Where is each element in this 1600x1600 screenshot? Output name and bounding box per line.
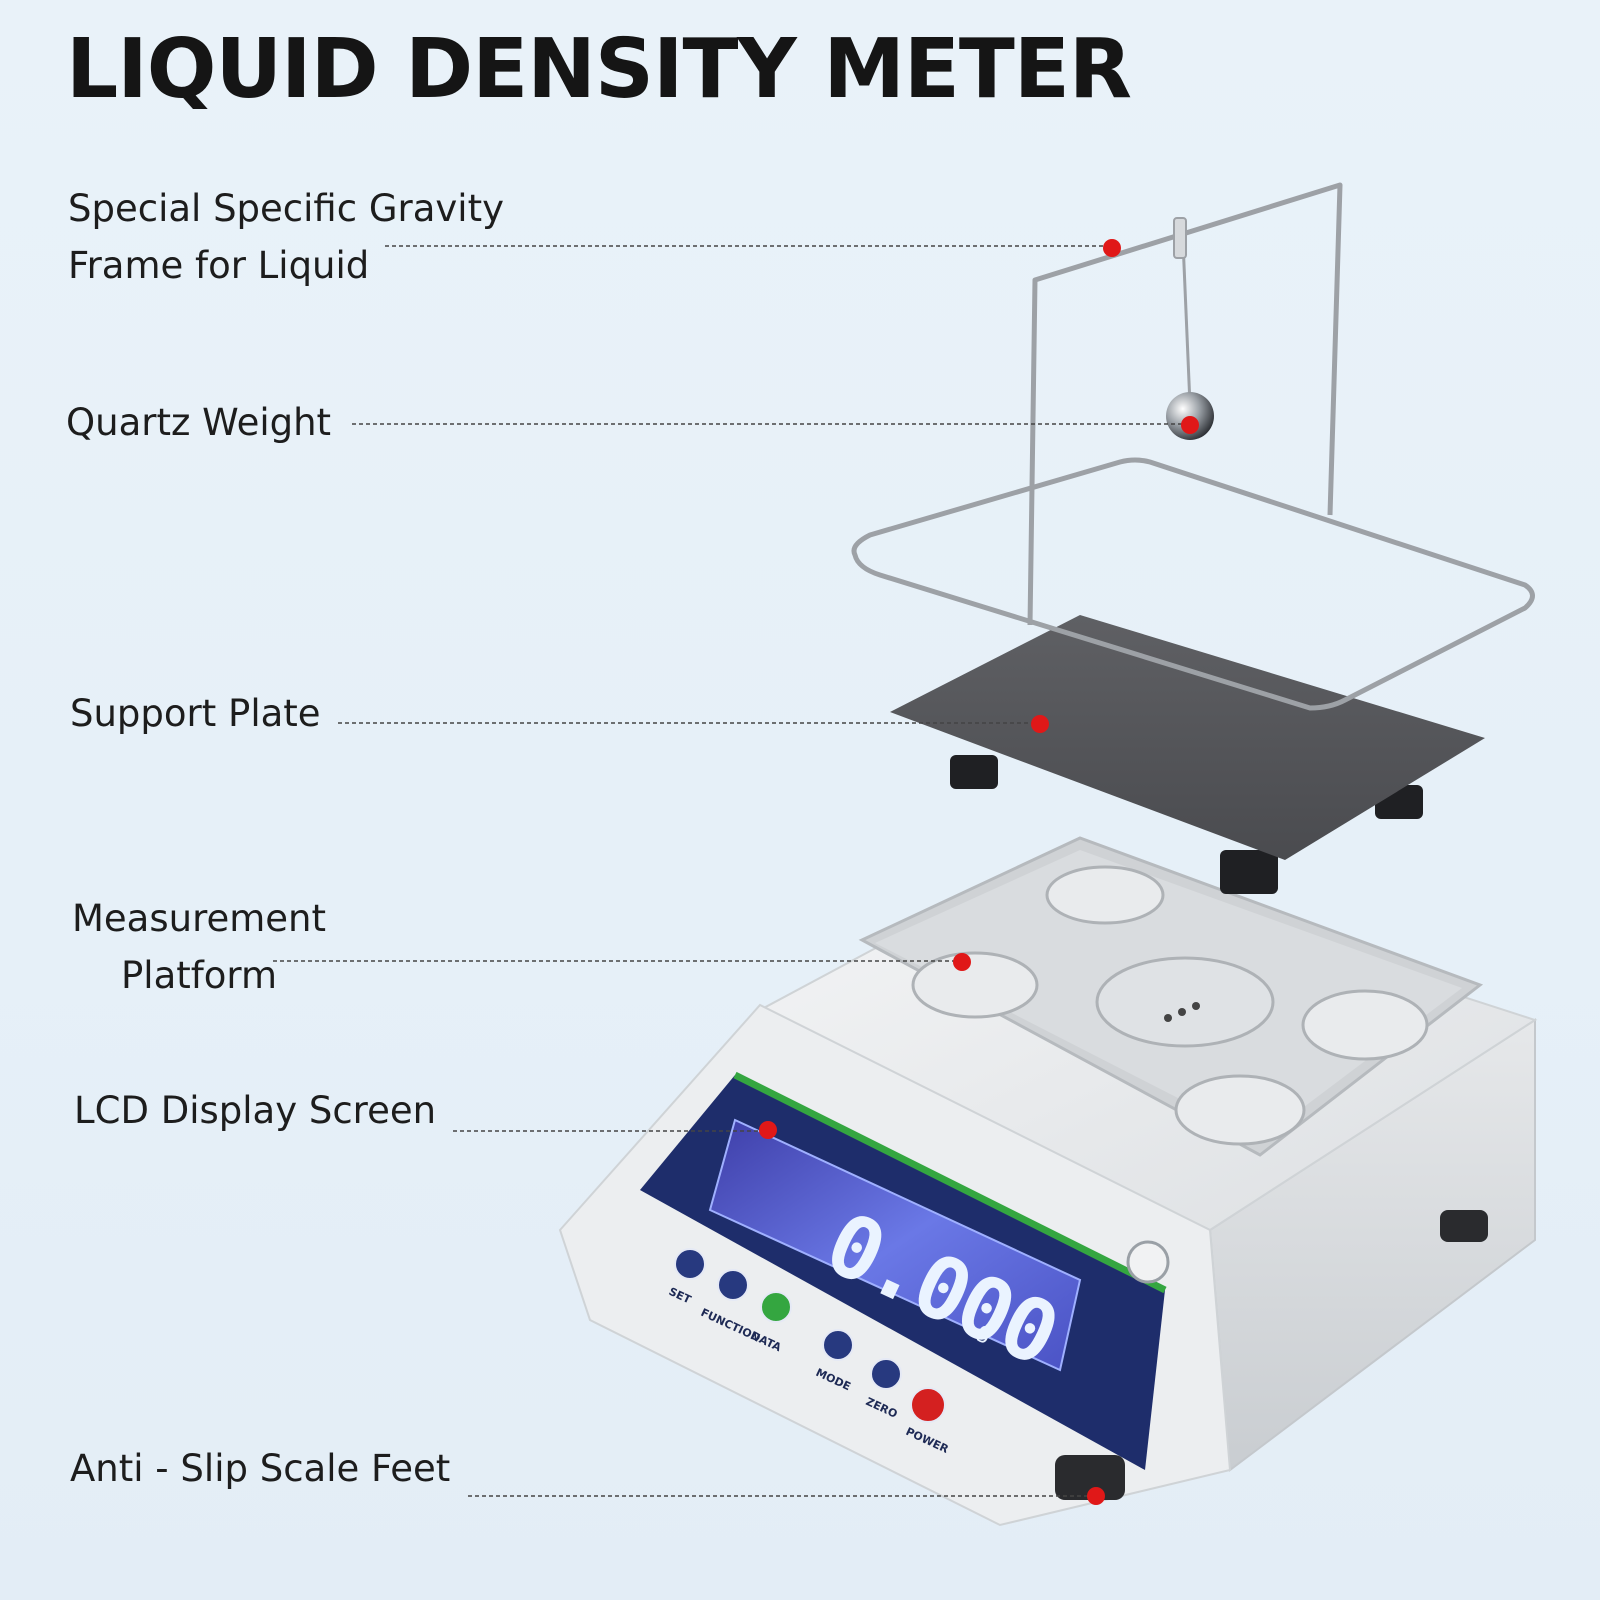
measurement-platform [858,836,1484,1157]
marker-gravity-frame [1103,239,1121,257]
callout-lcd-display: LCD Display Screen [74,1089,437,1132]
level-bubble [1126,1240,1170,1284]
callout-platform-line1: Measurement [72,897,327,940]
gravity-frame [851,182,1535,711]
callout-measurement-platform: Measurement Platform [72,890,326,1004]
page-title: LIQUID DENSITY METER [66,22,1132,117]
marker-support-plate [1031,715,1049,733]
marker-quartz-weight [1181,416,1199,434]
marker-anti-slip-feet [1087,1487,1105,1505]
callout-markers [759,239,1199,1505]
leader-lines [273,245,1190,1497]
callout-anti-slip-feet: Anti - Slip Scale Feet [70,1447,451,1490]
anti-slip-foot [1055,1455,1125,1500]
support-plate [890,615,1485,894]
callout-support-plate: Support Plate [70,692,321,735]
callout-gravity-frame-line1: Special Specific Gravity [68,187,504,230]
callout-gravity-frame-line2: Frame for Liquid [68,244,370,287]
callout-platform-line2: Platform [120,954,278,997]
callout-quartz-weight: Quartz Weight [66,401,332,444]
rear-foot [1440,1210,1488,1242]
marker-lcd-display [759,1121,777,1139]
marker-measurement-platform [953,953,971,971]
callout-gravity-frame: Special Specific Gravity Frame for Liqui… [68,180,504,294]
